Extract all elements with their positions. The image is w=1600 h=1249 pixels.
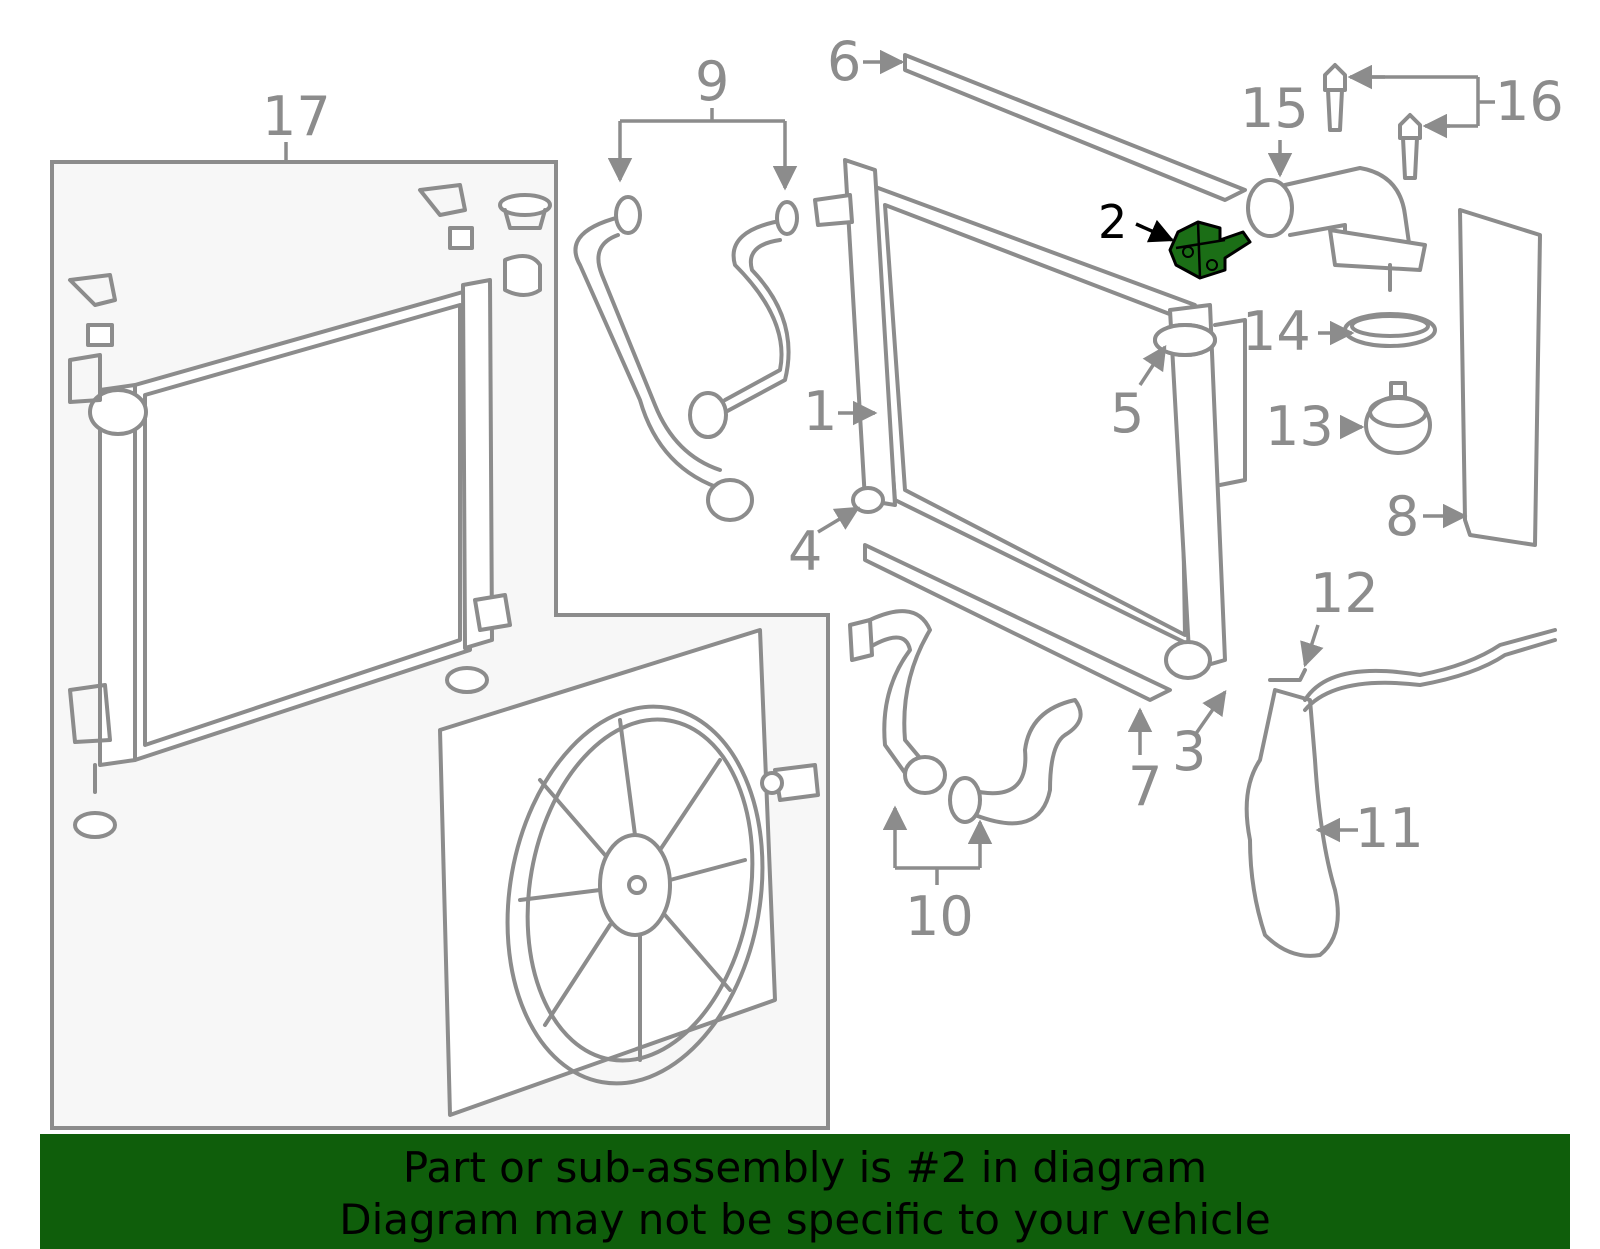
upper-seal bbox=[903, 53, 1247, 202]
banner-line-1: Part or sub-assembly is #2 in diagram bbox=[402, 1143, 1208, 1192]
radiator-cap bbox=[1153, 323, 1217, 357]
inset-fan-shroud bbox=[438, 628, 820, 1117]
water-outlet bbox=[1246, 166, 1427, 292]
callout-8: 8 bbox=[1385, 485, 1419, 548]
callout-11: 11 bbox=[1355, 797, 1424, 860]
info-banner: Part or sub-assembly is #2 in diagram Di… bbox=[40, 1134, 1570, 1249]
callout-16: 16 bbox=[1495, 70, 1564, 133]
callout-12: 12 bbox=[1310, 562, 1379, 625]
callout-13: 13 bbox=[1265, 395, 1334, 458]
callout-4: 4 bbox=[788, 520, 822, 583]
coolant-reservoir bbox=[1244, 628, 1557, 958]
radiator bbox=[813, 158, 1247, 680]
lower-seal bbox=[863, 543, 1172, 702]
callout-15: 15 bbox=[1240, 77, 1309, 140]
callout-10: 10 bbox=[905, 885, 974, 948]
callout-1: 1 bbox=[803, 380, 837, 443]
callout-17: 17 bbox=[262, 85, 331, 148]
banner-line-2: Diagram may not be specific to your vehi… bbox=[339, 1195, 1271, 1244]
bolts bbox=[1323, 63, 1422, 180]
thermostat bbox=[1364, 381, 1432, 455]
leader-lines bbox=[607, 49, 1495, 885]
callout-6: 6 bbox=[827, 30, 861, 93]
callout-7: 7 bbox=[1128, 755, 1162, 818]
callout-5: 5 bbox=[1110, 382, 1144, 445]
callout-3: 3 bbox=[1172, 720, 1206, 783]
lower-hoses bbox=[848, 609, 1083, 826]
air-deflector bbox=[1458, 208, 1542, 547]
upper-hoses bbox=[573, 195, 799, 522]
callout-2: 2 bbox=[1098, 195, 1127, 249]
inset-radiator bbox=[68, 183, 552, 839]
highlighted-part-2 bbox=[1168, 220, 1252, 280]
callout-14: 14 bbox=[1242, 300, 1311, 363]
callout-9: 9 bbox=[695, 50, 729, 113]
